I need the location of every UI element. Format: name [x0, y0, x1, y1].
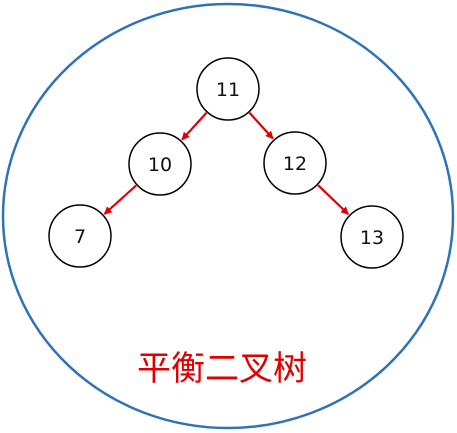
edge-arrow-n11-n12 [248, 111, 274, 140]
diagram-title: 平衡二叉树 [137, 349, 307, 389]
tree-node-circle [48, 204, 112, 268]
nodes-layer: 11 10 12 7 13 [48, 57, 404, 269]
tree-node-circle [340, 205, 404, 269]
edge-arrow-n10-n7 [103, 184, 137, 215]
tree-node-label: 12 [283, 153, 307, 175]
tree-node: 12 [263, 131, 327, 195]
tree-node: 11 [196, 57, 260, 121]
tree-node-label: 11 [216, 79, 240, 101]
tree-node: 13 [340, 205, 404, 269]
edge-arrow-n12-n13 [317, 184, 349, 215]
tree-node-label: 10 [148, 154, 172, 176]
tree-node: 10 [128, 132, 192, 196]
tree-node-circle [263, 131, 327, 195]
tree-node-circle [196, 57, 260, 121]
tree-node: 7 [48, 204, 112, 268]
tree-node-label: 7 [74, 226, 86, 248]
edges-layer [103, 111, 349, 215]
tree-node-label: 13 [360, 227, 384, 249]
tree-node-circle [128, 132, 192, 196]
edge-arrow-n11-n10 [181, 111, 208, 141]
